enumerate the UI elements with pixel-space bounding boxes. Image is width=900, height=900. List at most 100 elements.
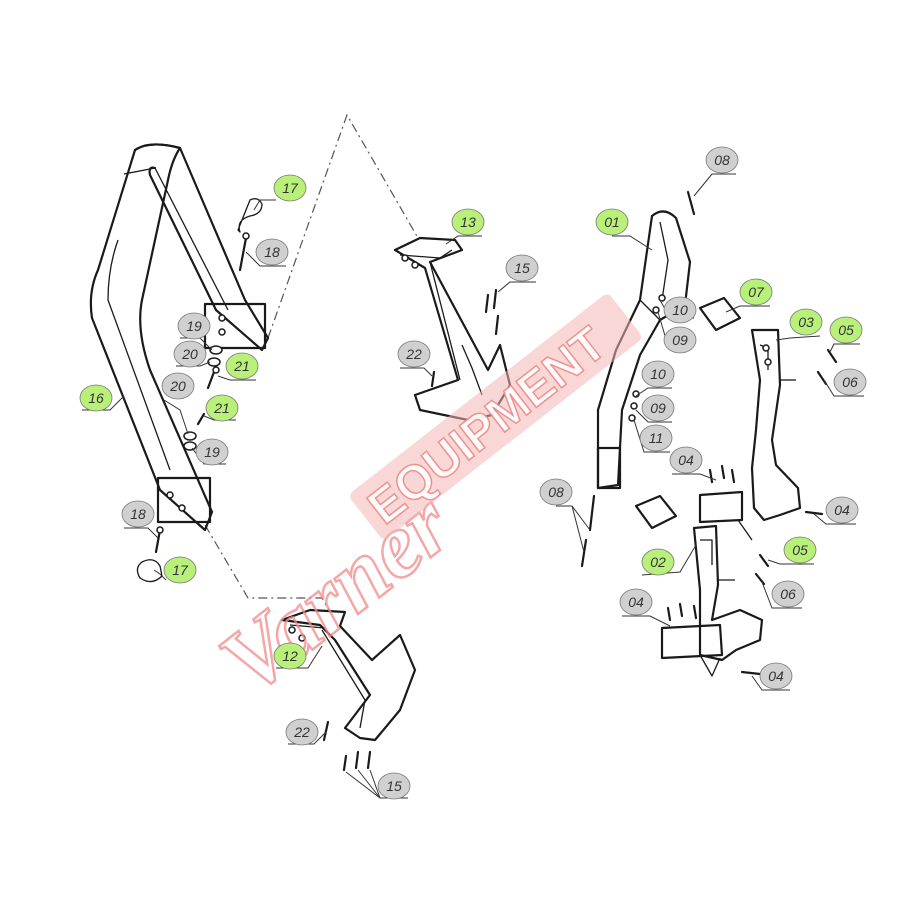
callout-label: 21 — [213, 400, 230, 416]
callout-label: 22 — [293, 724, 310, 740]
callout-label: 10 — [672, 302, 688, 318]
side-bracket-03 — [750, 328, 838, 522]
hoop-fasteners — [136, 198, 263, 583]
callout-01: 01 — [595, 208, 653, 251]
callout-15: 15 — [345, 769, 411, 800]
callout-label: 04 — [834, 502, 850, 518]
callout-bubble — [825, 496, 859, 524]
callout-bubble — [783, 536, 817, 564]
callout-17: 17 — [153, 556, 197, 584]
callout-06: 06 — [823, 368, 867, 397]
callout-15: 15 — [497, 254, 539, 293]
callout-label: 08 — [714, 152, 730, 168]
callout-21: 21 — [203, 394, 239, 422]
callout-17: 17 — [253, 174, 307, 211]
callout-label: 15 — [386, 778, 402, 794]
callout-12: 12 — [273, 642, 323, 670]
side-bracket-02 — [660, 524, 770, 677]
callout-bubble — [641, 394, 675, 422]
callout-18: 18 — [121, 500, 159, 539]
callout-10: 10 — [635, 360, 675, 397]
callout-19: 19 — [177, 312, 213, 351]
callout-bubble — [663, 326, 697, 354]
callout-label: 03 — [798, 314, 814, 330]
callout-bubble — [619, 588, 653, 616]
callout-bubble — [205, 394, 239, 422]
callout-03: 03 — [775, 308, 823, 341]
callouts: 01 02 03 04 04 04 — [79, 146, 867, 800]
callout-05: 05 — [767, 536, 817, 565]
callout-label: 17 — [282, 180, 299, 196]
callout-bubble — [705, 146, 739, 174]
callout-bubble — [285, 718, 319, 746]
watermark-caps: EQUIPMENT — [359, 317, 616, 534]
callout-05: 05 — [829, 316, 863, 353]
callout-label: 17 — [172, 562, 189, 578]
callout-bubble — [641, 548, 675, 576]
callout-04: 04 — [669, 446, 717, 481]
callout-label: 10 — [650, 366, 666, 382]
callout-04: 04 — [751, 662, 793, 691]
callout-label: 04 — [678, 452, 694, 468]
callout-label: 20 — [169, 378, 186, 394]
callout-bubble — [225, 352, 259, 380]
callout-label: 19 — [204, 444, 220, 460]
callout-16: 16 — [79, 384, 125, 412]
callout-label: 18 — [264, 244, 280, 260]
callout-20: 20 — [161, 372, 195, 435]
callout-bubble — [195, 438, 229, 466]
callout-label: 09 — [650, 400, 666, 416]
callout-bubble — [829, 316, 863, 344]
callout-label: 18 — [130, 506, 146, 522]
callout-22: 22 — [397, 340, 433, 377]
bracket-12 — [280, 608, 417, 772]
callout-22: 22 — [285, 718, 327, 746]
rubber-pad-07 — [634, 296, 742, 530]
callout-label: 13 — [460, 214, 476, 230]
callout-bubble — [273, 642, 307, 670]
callout-13: 13 — [445, 208, 485, 245]
callout-label: 09 — [672, 332, 688, 348]
callout-18: 18 — [245, 238, 289, 267]
callout-bubble — [121, 500, 155, 528]
callout-bubble — [663, 296, 697, 324]
callout-06: 06 — [761, 580, 805, 609]
callout-bubble — [759, 662, 793, 690]
callout-label: 07 — [748, 284, 765, 300]
callout-bubble — [79, 384, 113, 412]
callout-label: 21 — [233, 358, 250, 374]
callout-bubble — [451, 208, 485, 236]
callout-bubble — [177, 312, 211, 340]
callout-02: 02 — [641, 544, 697, 576]
callout-label: 12 — [282, 648, 298, 664]
callout-label: 19 — [186, 318, 202, 334]
callout-bubble — [173, 340, 207, 368]
callout-label: 22 — [405, 346, 422, 362]
callout-10: 10 — [659, 296, 697, 324]
callout-label: 04 — [768, 668, 784, 684]
callout-09: 09 — [635, 394, 675, 423]
callout-bubble — [739, 278, 773, 306]
watermark-script: Varner — [201, 471, 470, 713]
callout-07: 07 — [725, 278, 773, 313]
callout-bubble — [161, 372, 195, 400]
callout-bubble — [505, 254, 539, 282]
callout-bubble — [833, 368, 867, 396]
callout-label: 06 — [842, 374, 858, 390]
callout-09: 09 — [657, 311, 697, 354]
assembly-guide-lines — [204, 113, 419, 613]
callout-bubble — [163, 556, 197, 584]
callout-label: 11 — [649, 430, 664, 446]
callout-19: 19 — [191, 438, 229, 466]
callout-label: 15 — [514, 260, 530, 276]
callout-label: 20 — [181, 346, 198, 362]
callout-label: 04 — [628, 594, 644, 610]
callout-bubble — [669, 446, 703, 474]
callout-bubble — [641, 360, 675, 388]
callout-08: 08 — [693, 146, 739, 197]
callout-label: 05 — [792, 542, 808, 558]
callout-bubble — [595, 208, 629, 236]
callout-label: 06 — [780, 586, 796, 602]
hoop-frame-16 — [89, 143, 270, 532]
